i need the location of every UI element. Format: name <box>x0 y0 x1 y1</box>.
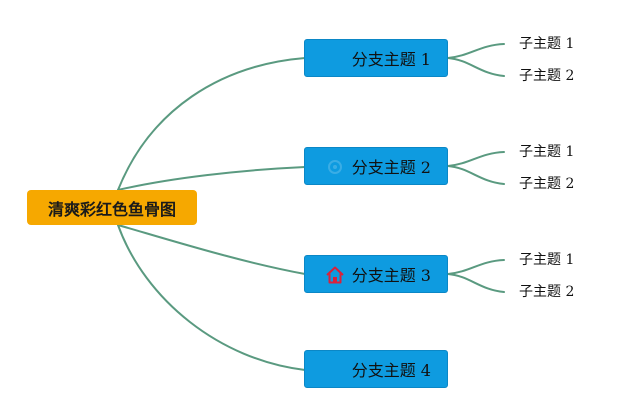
connector-branch-3-sub-2 <box>447 273 505 293</box>
subtopic-1-1[interactable]: 子主题 1 <box>519 36 575 52</box>
root-topic-label: 清爽彩红色鱼骨图 <box>47 199 176 219</box>
connector-root-branch-2 <box>117 166 306 191</box>
branch-topic-label: 分支主题 1 <box>351 50 431 69</box>
branch-topic-3[interactable]: 分支主题 3 <box>304 255 448 293</box>
connector-root-branch-4 <box>117 224 306 371</box>
connector-branch-1-sub-1 <box>447 43 505 59</box>
connector-branch-3-sub-1 <box>447 259 505 275</box>
gear-icon <box>328 160 342 174</box>
home-icon <box>326 266 344 284</box>
subtopic-3-2[interactable]: 子主题 2 <box>519 284 575 300</box>
subtopic-3-1[interactable]: 子主题 1 <box>519 252 575 268</box>
branch-topic-label: 分支主题 3 <box>351 266 431 285</box>
branch-topic-label: 分支主题 2 <box>351 158 431 177</box>
connector-root-branch-1 <box>117 57 306 191</box>
branch-topic-2[interactable]: 分支主题 2 <box>304 147 448 185</box>
connector-root-branch-3 <box>117 224 306 275</box>
subtopic-2-2[interactable]: 子主题 2 <box>519 176 575 192</box>
connector-branch-1-sub-2 <box>447 57 505 77</box>
subtopic-1-2[interactable]: 子主题 2 <box>519 68 575 84</box>
branch-topic-4[interactable]: 分支主题 4 <box>304 350 448 388</box>
subtopic-2-1[interactable]: 子主题 1 <box>519 144 575 160</box>
connector-branch-2-sub-1 <box>447 151 505 167</box>
branch-topic-label: 分支主题 4 <box>351 361 431 380</box>
connector-branch-2-sub-2 <box>447 165 505 185</box>
root-topic[interactable]: 清爽彩红色鱼骨图 <box>27 190 197 225</box>
branch-topic-1[interactable]: 分支主题 1 <box>304 39 448 77</box>
